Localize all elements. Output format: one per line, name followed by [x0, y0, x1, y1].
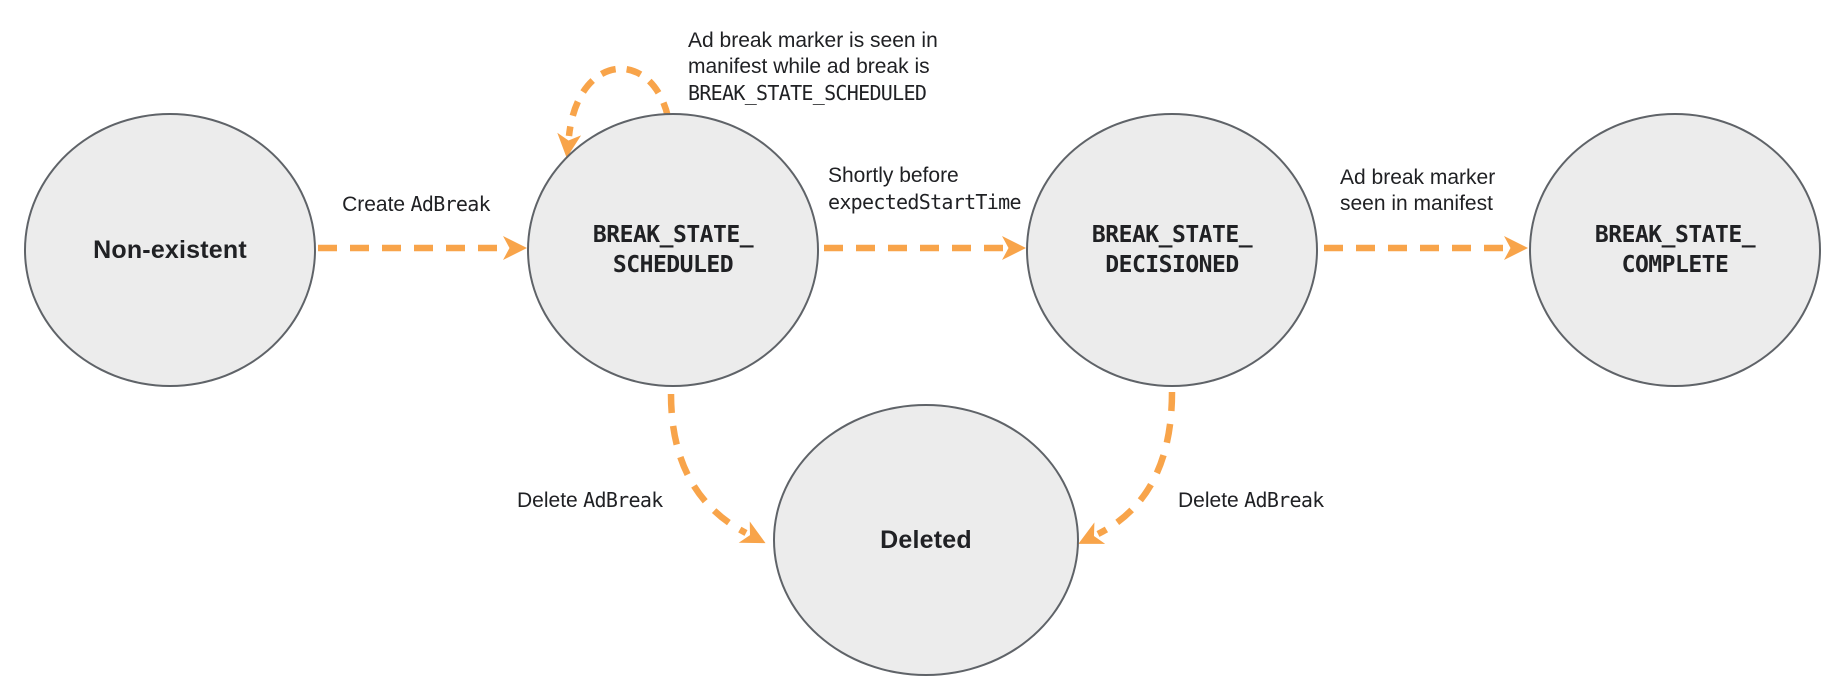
state-label: Non-existent: [93, 235, 247, 264]
state-label: Deleted: [880, 525, 972, 554]
state-node-break-state-scheduled: BREAK_STATE_SCHEDULED: [527, 113, 819, 387]
state-node-non-existent: Non-existent: [24, 113, 316, 387]
edge-label-marker-seen: Ad break marker seen in manifest: [1340, 166, 1496, 215]
state-node-break-state-decisioned: BREAK_STATE_DECISIONED: [1026, 113, 1318, 387]
state-node-break-state-complete: BREAK_STATE_COMPLETE: [1529, 113, 1821, 387]
state-label: BREAK_STATE_COMPLETE: [1594, 222, 1756, 278]
edge-label-shortly-before: Shortly before expectedStartTime: [828, 164, 1022, 214]
arrow-decisioned-to-deleted: [1078, 391, 1176, 544]
state-label: BREAK_STATE_DECISIONED: [1091, 222, 1253, 278]
edge-label-self-loop: Ad break marker is seen in manifest whil…: [688, 29, 938, 105]
arrow-scheduled-to-deleted: [667, 393, 766, 544]
state-label: BREAK_STATE_SCHEDULED: [592, 222, 754, 278]
state-node-deleted: Deleted: [773, 404, 1079, 676]
